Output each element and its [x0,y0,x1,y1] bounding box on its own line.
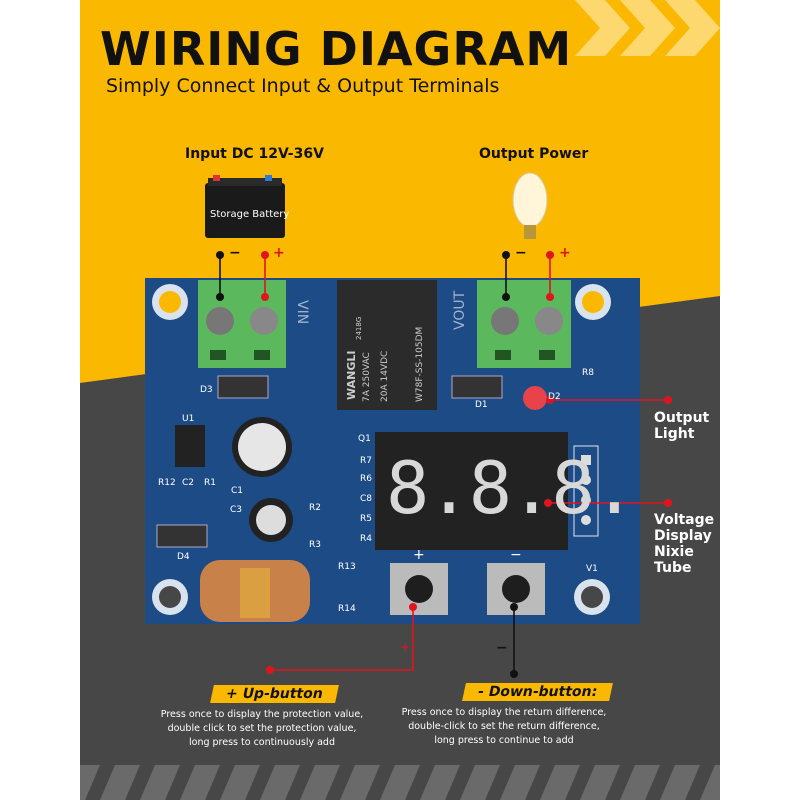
callout-line: Nixie [654,544,694,560]
relay-code: 2418G [355,316,363,340]
wire-endpoints [216,251,672,678]
desc-line: long press to continue to add [434,735,574,746]
desc-line: double-click to set the return differenc… [408,721,600,732]
relay [337,280,437,410]
vin-label: VIN [294,300,310,325]
page-subtitle: Simply Connect Input & Output Terminals [106,75,500,97]
comp-c2: C2 [182,478,195,488]
page-title: WIRING DIAGRAM [100,22,573,76]
comp-c8: C8 [360,494,373,504]
relay-brand: WANGLI [345,350,358,401]
comp-d3: D3 [200,385,213,395]
callout-line: Light [654,426,695,442]
comp-r6: R6 [360,474,372,484]
up-sign-board: + [413,547,425,563]
relay-spec-2: 20A 14VDC [380,350,390,402]
voltage-display-callout: Voltage Display Nixie Tube [654,512,714,576]
output-minus: − [515,245,527,261]
comp-r4: R4 [360,534,372,544]
comp-r3: R3 [309,540,321,550]
seven-segment-display [375,432,568,550]
comp-d4: D4 [177,552,190,562]
down-sign-wire: − [496,640,508,656]
vout-label: VOUT [452,290,468,330]
display-digits: 8.8.8. [386,446,636,530]
light-bulb-icon [512,172,548,239]
up-button-description: Press once to display the protection val… [132,708,392,750]
comp-c3: C3 [230,505,243,515]
down-sign-board: − [510,547,522,563]
output-label: Output Power [479,146,589,162]
output-plus: + [559,245,571,261]
output-led [523,386,547,410]
comp-d1: D1 [475,400,488,410]
hazard-stripes [80,765,720,800]
comp-r14: R14 [338,604,356,614]
callout-line: Tube [654,560,692,576]
comp-c1: C1 [231,486,244,496]
down-button-title: - Down-button: [462,683,614,701]
comp-r13: R13 [338,562,356,572]
battery-label: Storage Battery [210,209,290,220]
comp-u1: U1 [182,414,195,424]
comp-r12: R12 [158,478,176,488]
desc-line: Press once to display the return differe… [401,707,607,718]
callout-line: Output [654,410,710,426]
comp-d2: D2 [548,392,561,402]
comp-r1: R1 [204,478,216,488]
comp-r5: R5 [360,514,372,524]
comp-q1: Q1 [358,434,371,444]
input-plus: + [273,245,285,261]
battery-icon [205,175,285,238]
callout-line: Display [654,528,712,544]
output-light-callout: Output Light [654,410,709,442]
relay-model: W78F-SS-105DM [415,326,425,402]
input-label: Input DC 12V-36V [185,146,324,162]
pcb-board [145,278,640,624]
up-sign-wire: + [400,640,411,654]
chevron-decoration [575,0,720,56]
down-button-description: Press once to display the return differe… [374,706,634,748]
comp-v1: V1 [586,564,598,574]
input-minus: − [229,245,241,261]
desc-line: double click to set the protection value… [167,723,357,734]
comp-r8: R8 [582,368,594,378]
callout-line: Voltage [654,512,715,528]
up-button-title: + Up-button [210,685,339,703]
desc-line: long press to continuously add [189,737,335,748]
comp-r2: R2 [309,503,321,513]
comp-r7: R7 [360,456,372,466]
wiring-lines [219,255,668,674]
relay-spec-1: 7A 250VAC [362,352,372,402]
desc-line: Press once to display the protection val… [160,709,364,720]
